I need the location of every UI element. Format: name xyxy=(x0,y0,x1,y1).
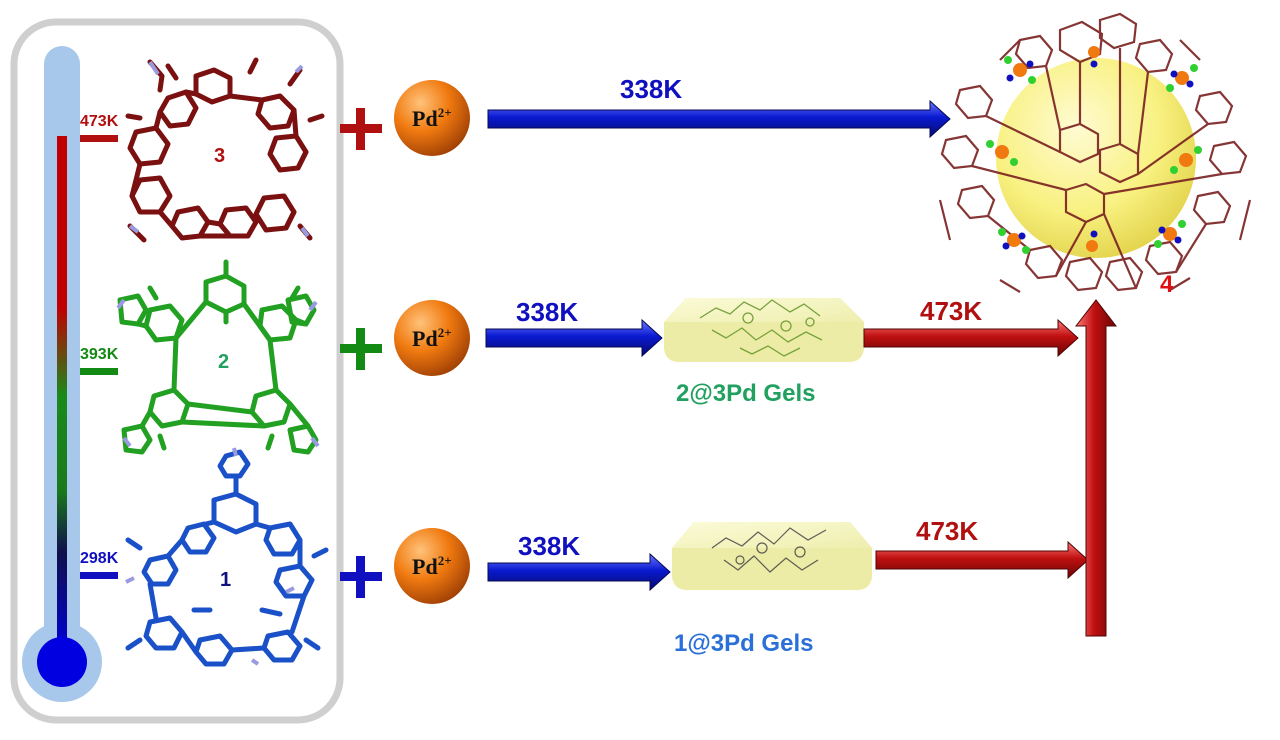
gel-middle-label: 2@3Pd Gels xyxy=(676,380,815,407)
molecule-3-label: 3 xyxy=(214,145,225,167)
gel-slab-middle xyxy=(664,298,864,362)
arrow-bottom-473k: 473K xyxy=(875,516,1089,580)
pd-ion-top: Pd2+ xyxy=(394,80,470,156)
cage-4-label: 4 xyxy=(1160,271,1174,298)
plus-sign-green xyxy=(340,328,382,370)
cage-cl-atoms xyxy=(986,56,1202,254)
pd-charge: 2+ xyxy=(438,553,452,568)
molecule-2-label: 2 xyxy=(218,351,229,373)
cage-n-atoms xyxy=(1002,60,1194,250)
arrow-top-338k: 338K xyxy=(487,74,951,139)
pd-ion-bottom: Pd2+ xyxy=(394,528,470,604)
svg-text:Pd2+: Pd2+ xyxy=(412,105,452,131)
pd-charge: 2+ xyxy=(438,325,452,340)
tick-label-298: 298K xyxy=(80,550,119,567)
gel-slab-bottom xyxy=(672,522,872,590)
tick-label-393: 393K xyxy=(80,346,119,363)
tick-393: 393K xyxy=(80,346,119,375)
arrow-bottom-red-label: 473K xyxy=(916,516,978,546)
pd-symbol: Pd xyxy=(412,554,438,579)
arrow-top-label: 338K xyxy=(620,74,682,104)
arrow-bottom-338k: 338K xyxy=(487,531,671,592)
thermometer xyxy=(22,46,102,702)
plus-sign-red xyxy=(340,108,382,150)
molecule-1 xyxy=(125,449,329,667)
molecule-1-label: 1 xyxy=(220,569,231,591)
svg-text:Pd2+: Pd2+ xyxy=(412,553,452,579)
arrow-middle-473k: 473K xyxy=(863,296,1079,358)
arrow-middle-blue-label: 338K xyxy=(516,297,578,327)
pd-charge: 2+ xyxy=(438,105,452,120)
molecule-2 xyxy=(117,259,319,455)
pd-symbol: Pd xyxy=(412,326,438,351)
cage-4 xyxy=(938,12,1252,293)
pd-ion-middle: Pd2+ xyxy=(394,300,470,376)
pd-symbol: Pd xyxy=(412,106,438,131)
arrow-bottom-blue-label: 338K xyxy=(518,531,580,561)
arrow-middle-338k: 338K xyxy=(485,297,663,358)
cage-pd-atoms xyxy=(995,46,1193,252)
plus-sign-blue xyxy=(340,556,382,598)
arrow-middle-red-label: 473K xyxy=(920,296,982,326)
gel-bottom-label: 1@3Pd Gels xyxy=(674,630,813,657)
tick-298: 298K xyxy=(80,550,119,579)
arrow-vertical-red xyxy=(1074,299,1118,637)
svg-text:Pd2+: Pd2+ xyxy=(412,325,452,351)
tick-473: 473K xyxy=(80,113,119,142)
tick-label-473: 473K xyxy=(80,113,119,130)
